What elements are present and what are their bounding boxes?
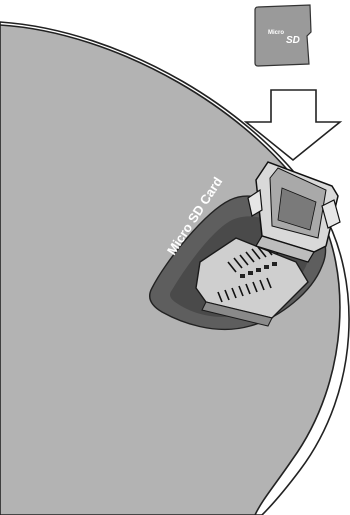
- micro-sd-card-body: [254, 4, 312, 67]
- card-logo-bottom: SD: [286, 35, 300, 46]
- card-logo-top: Micro: [268, 30, 284, 36]
- contact-pads: [240, 262, 277, 278]
- holder-hinge: [255, 235, 315, 263]
- contact-pins-lower: [217, 277, 272, 303]
- connector-base-shadow: [201, 301, 273, 327]
- downward-arrow-icon: [243, 89, 343, 162]
- holder-side-clip-right: [321, 199, 341, 229]
- connector-base: [195, 237, 309, 319]
- card-holder-lid-slot: [277, 187, 317, 231]
- holder-side-clip-left: [247, 188, 263, 217]
- micro-sd-card-icon: Micro SD: [254, 4, 312, 67]
- card-slot-connector: [195, 161, 341, 327]
